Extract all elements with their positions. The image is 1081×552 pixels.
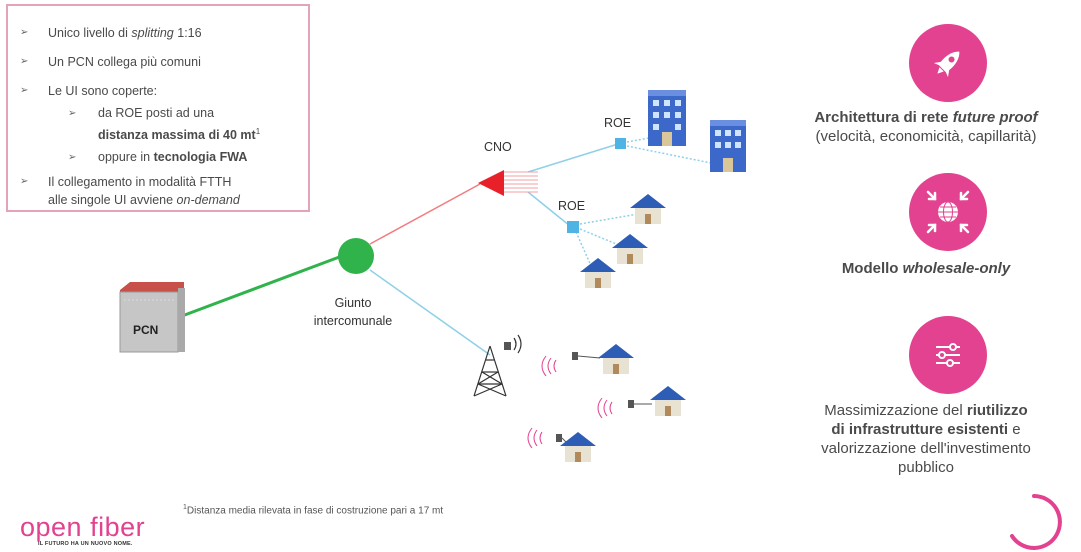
bullet-3a-line2: distanza massima di 40 mt1 <box>98 127 261 143</box>
drop-line <box>579 213 639 225</box>
compress-globe-icon <box>926 190 970 234</box>
feature-1-title: Architettura di rete future proof <box>814 109 1038 126</box>
house-icon <box>580 258 616 288</box>
bullet-box <box>6 4 310 212</box>
feature-2-badge <box>909 173 987 251</box>
brand-ring-icon <box>1010 494 1062 550</box>
cno-roe-mid-link <box>527 191 571 227</box>
bullet-1: Unico livello di splitting 1:16 <box>48 26 202 40</box>
bullet-arrow-icon: ➢ <box>68 108 77 119</box>
logo-tagline: IL FUTURO HA UN NUOVO NOME. <box>38 541 133 547</box>
feature-3-text: Massimizzazione del riutilizzo di infras… <box>821 402 1031 476</box>
roe-mid-label: ROE <box>558 199 586 213</box>
bullet-3a-line1: da ROE posti ad una <box>98 106 215 120</box>
feature-2-text: Modello wholesale-only <box>841 260 1011 277</box>
pcn-label: PCN <box>133 323 159 337</box>
giunto-cno-link <box>369 183 481 245</box>
apartment-building-icon <box>710 120 746 172</box>
bullet-arrow-icon: ➢ <box>20 56 29 67</box>
roe-box-top <box>615 138 626 149</box>
bullet-2: Un PCN collega più comuni <box>48 55 201 69</box>
bullet-arrow-icon: ➢ <box>68 152 77 163</box>
bullet-arrow-icon: ➢ <box>20 85 29 96</box>
bullet-4-line2: alle singole UI avviene on-demand <box>48 193 240 207</box>
wireless-signal-icon <box>527 427 567 449</box>
cno-roe-top-link <box>527 143 619 173</box>
sliders-icon <box>936 343 960 367</box>
cno-splitter <box>478 170 538 196</box>
house-icon <box>650 386 686 416</box>
giunto-tower-link <box>369 269 491 356</box>
giunto-label-line1: Giunto <box>334 296 372 310</box>
bullet-4-line1: Il collegamento in modalità FTTH <box>48 175 232 189</box>
feature-3-badge <box>909 316 987 394</box>
wireless-signal-icon <box>541 352 601 377</box>
roe-top-label: ROE <box>604 116 632 130</box>
bullet-arrow-icon: ➢ <box>20 27 29 38</box>
house-icon <box>630 194 666 224</box>
radio-tower-icon <box>473 334 522 397</box>
pcn-giunto-link <box>181 254 343 318</box>
drop-line <box>626 135 661 143</box>
pcn-cabinet <box>119 282 185 353</box>
bullet-3: Le UI sono coperte: <box>48 84 158 98</box>
rocket-icon <box>933 51 960 78</box>
drop-line <box>626 145 717 165</box>
cno-label: CNO <box>484 140 512 154</box>
bullet-3b: oppure in tecnologia FWA <box>98 150 248 164</box>
open-fiber-logo: open fiber <box>20 512 146 542</box>
house-icon <box>560 432 596 462</box>
feature-1-badge <box>909 24 987 102</box>
house-icon <box>598 344 634 374</box>
feature-1-subtitle: (velocità, economicità, capillarità) <box>815 128 1037 145</box>
drop-line <box>575 231 593 269</box>
wireless-signal-icon <box>597 397 652 419</box>
roe-box-mid <box>567 221 579 233</box>
feature-1-text: Architettura di rete future proof (veloc… <box>770 108 1081 146</box>
network-diagram <box>119 90 746 462</box>
giunto-node <box>338 238 374 274</box>
footnote: 1Distanza media rilevata in fase di cost… <box>183 504 444 517</box>
apartment-building-icon <box>648 90 686 146</box>
house-icon <box>612 234 648 264</box>
bullet-arrow-icon: ➢ <box>20 176 29 187</box>
giunto-label-line2: intercomunale <box>313 314 393 328</box>
